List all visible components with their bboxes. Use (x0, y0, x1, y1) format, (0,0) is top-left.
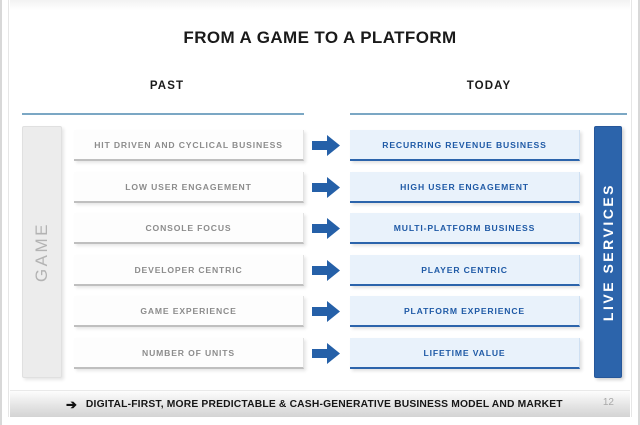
today-item: PLAYER CENTRIC (350, 254, 580, 286)
right-arrow-icon (312, 342, 340, 364)
comparison-row: DEVELOPER CENTRIC PLAYER CENTRIC (2, 253, 638, 295)
top-shade (10, 0, 630, 10)
divider-rule-past (22, 113, 304, 115)
right-arrow-icon (312, 135, 340, 156)
side-label-live-services: LIVE SERVICES (594, 126, 622, 378)
frame-line-left (8, 0, 9, 425)
bottom-edge (2, 417, 638, 425)
today-item: PLATFORM EXPERIENCE (350, 296, 580, 327)
comparison-row: CONSOLE FOCUS MULTI-PLATFORM BUSINESS (2, 211, 638, 253)
past-item: GAME EXPERIENCE (74, 296, 304, 327)
right-arrow-icon (312, 218, 340, 239)
divider-rule-today (350, 113, 627, 115)
column-header-today: TODAY (466, 80, 512, 92)
past-item: LOW USER ENGAGEMENT (74, 171, 304, 203)
page-title: FROM A GAME TO A PLATFORM (183, 28, 457, 47)
past-item: DEVELOPER CENTRIC (74, 254, 304, 286)
right-arrow-icon (312, 176, 340, 198)
page-number: 12 (602, 397, 614, 408)
banner-arrow-icon: ➔ (66, 397, 77, 412)
frame-line-right (631, 0, 632, 425)
banner-text: DIGITAL-FIRST, MORE PREDICTABLE & CASH-G… (85, 399, 563, 410)
comparison-row: NUMBER OF UNITS LIFETIME VALUE (2, 336, 638, 378)
right-arrow-icon (312, 301, 340, 322)
bottom-banner-content: ➔ DIGITAL-FIRST, MORE PREDICTABLE & CASH… (66, 391, 563, 418)
comparison-row: GAME EXPERIENCE PLATFORM EXPERIENCE (2, 294, 638, 336)
today-item: MULTI-PLATFORM BUSINESS (350, 213, 580, 244)
past-item: HIT DRIVEN AND CYCLICAL BUSINESS (74, 130, 304, 161)
right-arrow-icon (312, 259, 340, 281)
side-label-game: GAME (22, 126, 62, 378)
column-header-past: PAST (149, 80, 185, 92)
comparison-rows: HIT DRIVEN AND CYCLICAL BUSINESS RECURRI… (2, 128, 638, 378)
comparison-row: LOW USER ENGAGEMENT HIGH USER ENGAGEMENT (2, 170, 638, 212)
today-item: LIFETIME VALUE (350, 337, 580, 369)
past-item: NUMBER OF UNITS (74, 337, 304, 369)
past-item: CONSOLE FOCUS (74, 213, 304, 244)
today-item: RECURRING REVENUE BUSINESS (350, 130, 580, 161)
comparison-row: HIT DRIVEN AND CYCLICAL BUSINESS RECURRI… (2, 128, 638, 170)
today-item: HIGH USER ENGAGEMENT (350, 171, 580, 203)
bottom-banner: ➔ DIGITAL-FIRST, MORE PREDICTABLE & CASH… (10, 390, 630, 418)
